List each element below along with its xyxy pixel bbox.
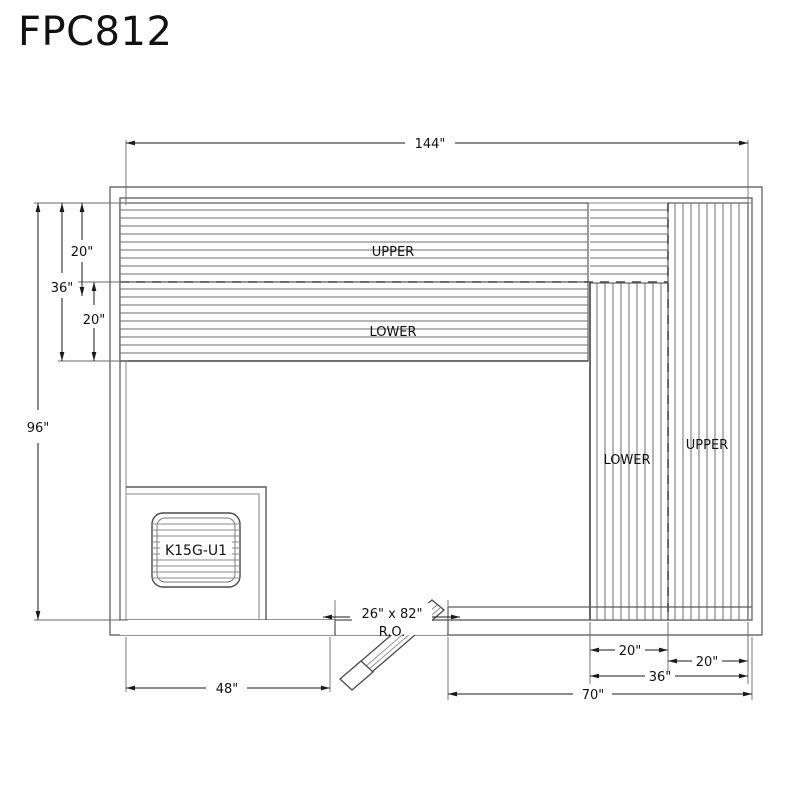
rear-bench-assembly: UPPER LOWER: [119, 202, 668, 362]
outer-wall-outline: [109, 186, 763, 636]
dim-label-right-lower-bench-width: 20": [619, 644, 642, 659]
dim-label-overall-depth: 96": [27, 421, 50, 436]
dim-label-lower-bench-depth: 20": [83, 313, 106, 328]
right-upper-bench: [667, 202, 749, 621]
dim-label-door-rough-opening-note: R.O.: [379, 625, 406, 640]
right-upper-bench-slats: [674, 203, 740, 620]
heater-label-plate: [160, 540, 232, 558]
dim-label-overall-width: 144": [415, 137, 446, 152]
heater-assembly: K15G-U1: [126, 486, 267, 620]
rear-lower-bench-label: LOWER: [369, 325, 416, 340]
rear-upper-bench-slats: [120, 209, 588, 275]
dimension-right-lower-bench-width: 20": [589, 622, 669, 659]
rear-lower-bench-slats: [120, 288, 588, 354]
dimension-lower-bench-depth: 20": [83, 281, 128, 362]
bottom-wall-left-fill: [120, 620, 335, 635]
door-handle-end: [339, 660, 374, 691]
door-dim-text-backing: [352, 603, 432, 635]
right-upper-bench-top-strip-slats: [590, 209, 668, 275]
dim-label-upper-bench-depth: 20": [71, 245, 94, 260]
rear-upper-bench-label: UPPER: [372, 245, 414, 260]
heater-label: K15G-U1: [165, 543, 227, 559]
dim-label-bench-total-depth: 36": [51, 281, 74, 296]
dimension-upper-bench-depth: 20": [71, 202, 128, 296]
heater-guard-outer: [126, 486, 267, 620]
dimension-right-bench-total-width: 36": [589, 622, 749, 685]
page-title: FPC812: [18, 9, 173, 55]
right-lower-bench-label: LOWER: [603, 453, 650, 468]
dim-label-right-upper-bench-width: 20": [696, 655, 719, 670]
dimension-door-rough-opening: 26" x 82" R.O.: [323, 600, 460, 640]
right-bench-assembly: LOWER UPPER: [589, 202, 749, 621]
dimension-right-upper-bench-width: 20": [667, 622, 749, 672]
dimension-door-wall-to-right: 70": [447, 637, 753, 703]
dimension-heater-wall-width: 48": [125, 637, 331, 697]
dim-label-right-bench-total-width: 36": [649, 670, 672, 685]
dim-label-door-rough-opening: 26" x 82": [361, 607, 422, 622]
right-lower-bench-slats: [596, 283, 662, 620]
dimension-overall-depth: 96": [27, 202, 128, 621]
dim-label-door-wall-to-right: 70": [582, 688, 605, 703]
right-upper-bench-label: UPPER: [686, 438, 728, 453]
heater-guard-inner: [126, 493, 260, 620]
dimension-overall-width: 144": [125, 137, 749, 205]
dim-label-heater-wall-width: 48": [216, 682, 239, 697]
